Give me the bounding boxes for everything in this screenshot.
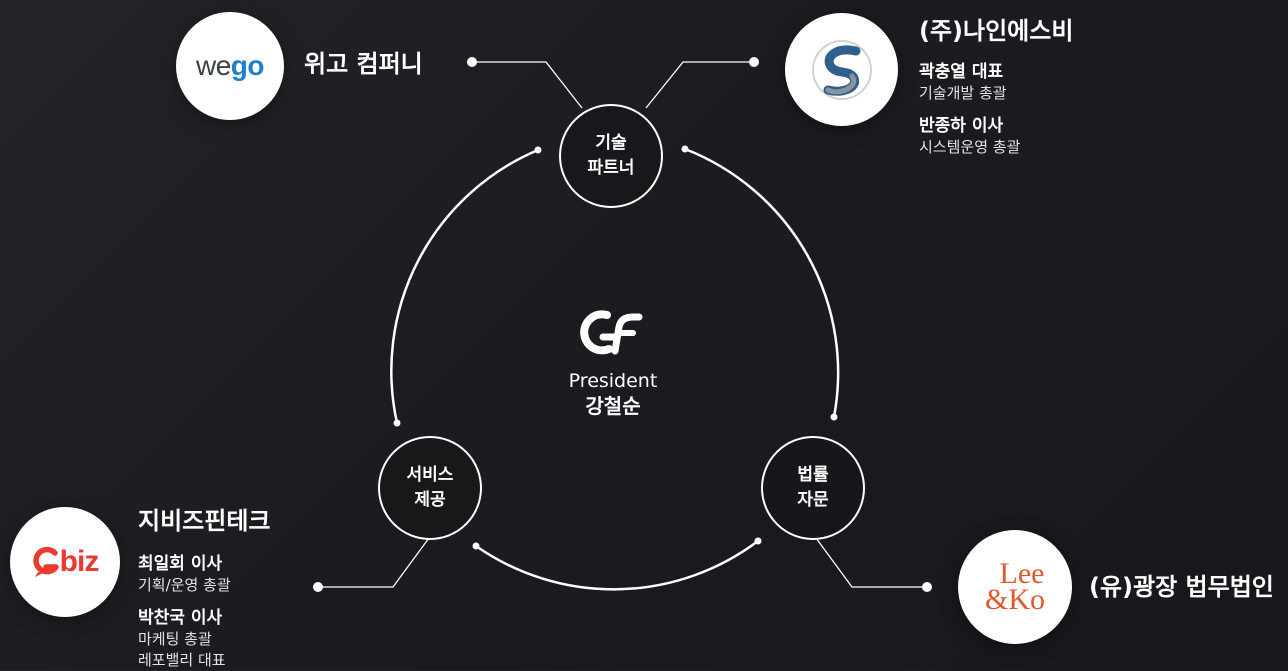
arc-bottom [474, 539, 760, 591]
wego-company-name: 위고 컴퍼니 [304, 50, 423, 78]
dot-arc-left-bottom [393, 419, 401, 427]
person-title: 시스템운영 총괄 [919, 138, 1021, 156]
person-title: 기술개발 총괄 [919, 84, 1007, 102]
leeko-logo: Lee &Ko [958, 530, 1072, 644]
person-title: 마케팅 총괄 [138, 630, 212, 648]
dot-wego [467, 57, 477, 67]
dot-arc-right-top [681, 145, 689, 153]
wego-logo-accent: go [230, 50, 265, 81]
line-to-gbiz [318, 537, 430, 588]
dot-arc-bottom-left [472, 542, 480, 550]
gbiz-person-1: 최일회 이사 기획/운영 총괄 [138, 553, 231, 596]
leeko-company-name: (유)광장 법무법인 [1089, 573, 1274, 601]
gbiz-logo-text: biz [59, 545, 100, 578]
wego-logo-text: we [195, 50, 231, 81]
president-name: 강철순 [585, 394, 641, 418]
node-legal: 법률 자문 [761, 436, 865, 540]
person-name: 박찬국 이사 [138, 608, 223, 628]
leeko-logo-text-1: Lee [999, 557, 1045, 590]
node-service: 서비스 제공 [378, 436, 482, 540]
nines-logo [785, 13, 898, 126]
nines-company-name: (주)나인에스비 [919, 17, 1074, 45]
dot-nines [749, 57, 759, 67]
dot-leeko [922, 582, 932, 592]
president-block: President 강철순 [540, 305, 686, 419]
person-name: 최일회 이사 [138, 554, 223, 574]
leeko-logo-text-2: &Ko [985, 583, 1045, 616]
person-title: 기획/운영 총괄 [138, 576, 231, 594]
person-title: 레포밸리 대표 [138, 651, 226, 669]
arc-right [683, 147, 840, 419]
dot-arc-left-top [534, 146, 542, 154]
arc-left [390, 148, 540, 425]
line-to-wego [472, 61, 583, 109]
nines-person-2: 반종하 이사 시스템운영 총괄 [919, 115, 1020, 158]
dot-arc-bottom-right [754, 537, 762, 545]
president-role: President [568, 370, 658, 392]
node-tech-partner: 기술 파트너 [559, 104, 663, 208]
line-to-nines [645, 61, 754, 109]
person-name: 반종하 이사 [919, 116, 1004, 136]
gbiz-company-name: 지비즈핀테크 [138, 507, 271, 535]
nines-s-icon [811, 39, 872, 100]
person-name: 곽충열 대표 [919, 62, 1004, 82]
wego-logo: wego [176, 12, 284, 120]
dot-gbiz [313, 582, 323, 592]
gbiz-logo: biz [10, 507, 120, 617]
gf-logo-icon [580, 310, 643, 355]
gbiz-person-2: 박찬국 이사 마케팅 총괄 레포밸리 대표 [138, 607, 226, 671]
dot-arc-right-bottom [830, 413, 838, 421]
line-to-leeko [815, 537, 927, 588]
gbiz-g-icon [32, 546, 59, 577]
nines-person-1: 곽충열 대표 기술개발 총괄 [919, 61, 1007, 104]
